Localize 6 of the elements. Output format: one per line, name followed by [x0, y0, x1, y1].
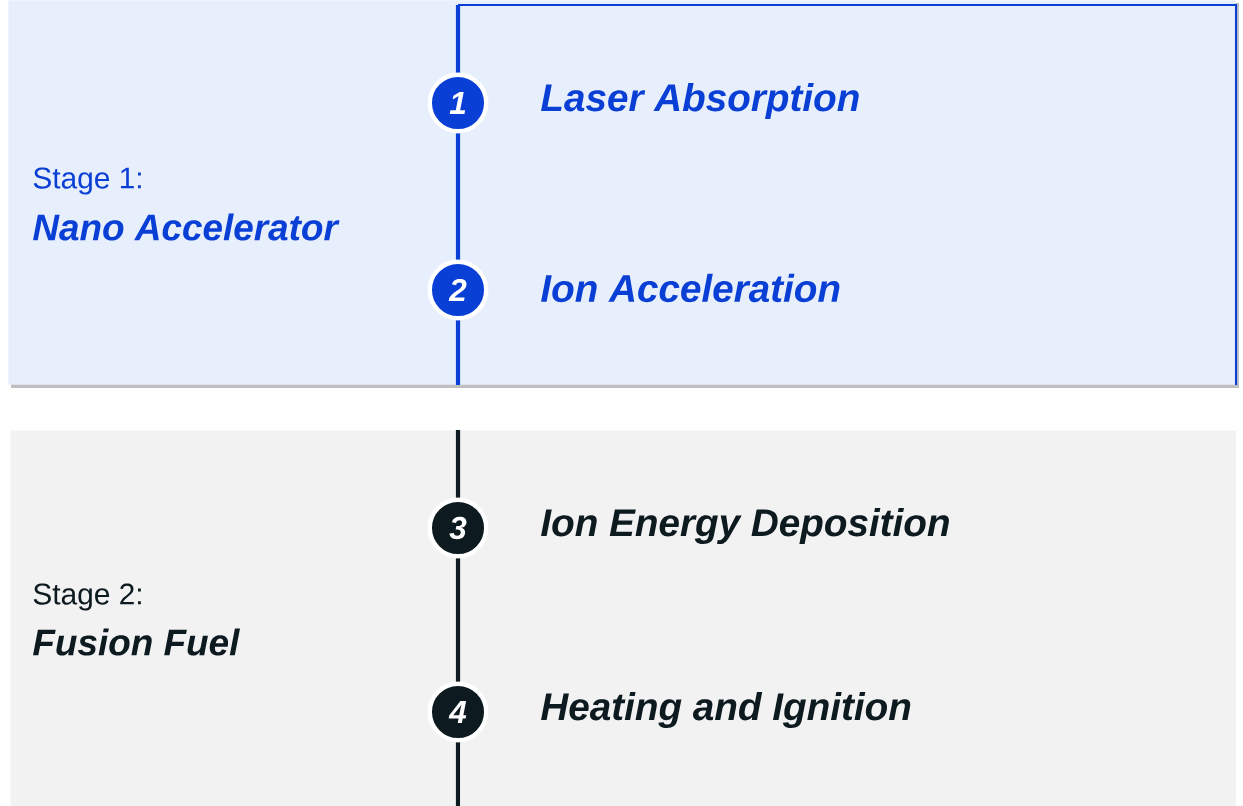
timeline-line: [455, 133, 461, 260]
step-label: Ion Acceleration: [541, 273, 840, 303]
step-label: Heating and Ignition: [541, 692, 911, 728]
timeline-line: [455, 558, 461, 682]
step-label: Ion Energy Deposition: [541, 508, 949, 544]
step-label: Laser Absorption: [541, 83, 859, 119]
